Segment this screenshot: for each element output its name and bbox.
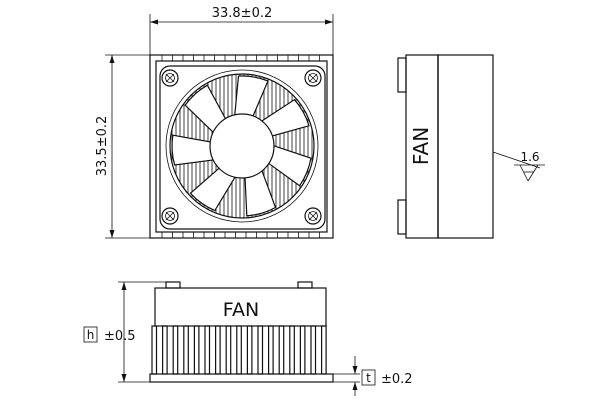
surface-finish-value: 1.6 [520, 150, 539, 164]
heatsink-fin [236, 325, 242, 375]
heatsink-fin [310, 325, 317, 375]
heatsink-fin [193, 325, 200, 375]
mounting-hole-bottom-left [161, 207, 179, 225]
heatsink-fin [278, 325, 285, 375]
side-view: FAN 1.6 [397, 54, 545, 239]
fan-blade [259, 98, 310, 138]
heatsink-fin [162, 325, 168, 375]
heatsink-fin [204, 325, 211, 375]
fan-hub [209, 113, 275, 179]
heatsink-fin [268, 325, 274, 375]
heatsink-fin [257, 325, 264, 375]
width-dimension-text: 33.8±0.2 [212, 6, 273, 21]
heatsink-fin [215, 325, 221, 375]
h-tolerance: ±0.5 [104, 329, 136, 344]
fan-blade [171, 134, 217, 166]
fan-blade [244, 168, 277, 217]
top-view: 33.8±0.2 33.5±0.2 [95, 6, 334, 239]
heatsink-fin [151, 325, 158, 375]
width-dimension: 33.8±0.2 [149, 6, 334, 55]
fan-blade [266, 144, 312, 187]
height-dimension-text: 33.5±0.2 [95, 116, 110, 177]
t-label: t [366, 371, 371, 385]
heatsink-fin [225, 325, 232, 375]
h-label: h [87, 328, 95, 342]
t-dimension: t ±0.2 [333, 356, 413, 396]
fan-blade [233, 75, 269, 119]
front-view: FAN h ±0.5 t ±0.2 [83, 281, 413, 396]
front-view-fan-label: FAN [223, 299, 259, 321]
side-view-fan-label: FAN [409, 127, 433, 165]
heatsink-fin [172, 325, 179, 375]
mounting-hole-top-left [161, 69, 179, 87]
fan-rotor [165, 69, 319, 223]
surface-finish-symbol: 1.6 [492, 150, 545, 182]
fan-blade [184, 84, 228, 135]
heatsink-fin [289, 325, 295, 375]
heatsink-fin [246, 325, 253, 375]
heatsink-fin [299, 325, 306, 375]
fan-blade [189, 166, 237, 212]
mounting-hole-top-right [304, 69, 322, 87]
mounting-hole-bottom-right [304, 207, 322, 225]
h-dimension: h ±0.5 [83, 281, 166, 383]
heatsink-fin [183, 325, 189, 375]
heatsink-top-body [149, 54, 334, 239]
heatsink-fin [321, 325, 327, 375]
height-dimension: 33.5±0.2 [95, 54, 150, 239]
t-tolerance: ±0.2 [381, 372, 413, 387]
